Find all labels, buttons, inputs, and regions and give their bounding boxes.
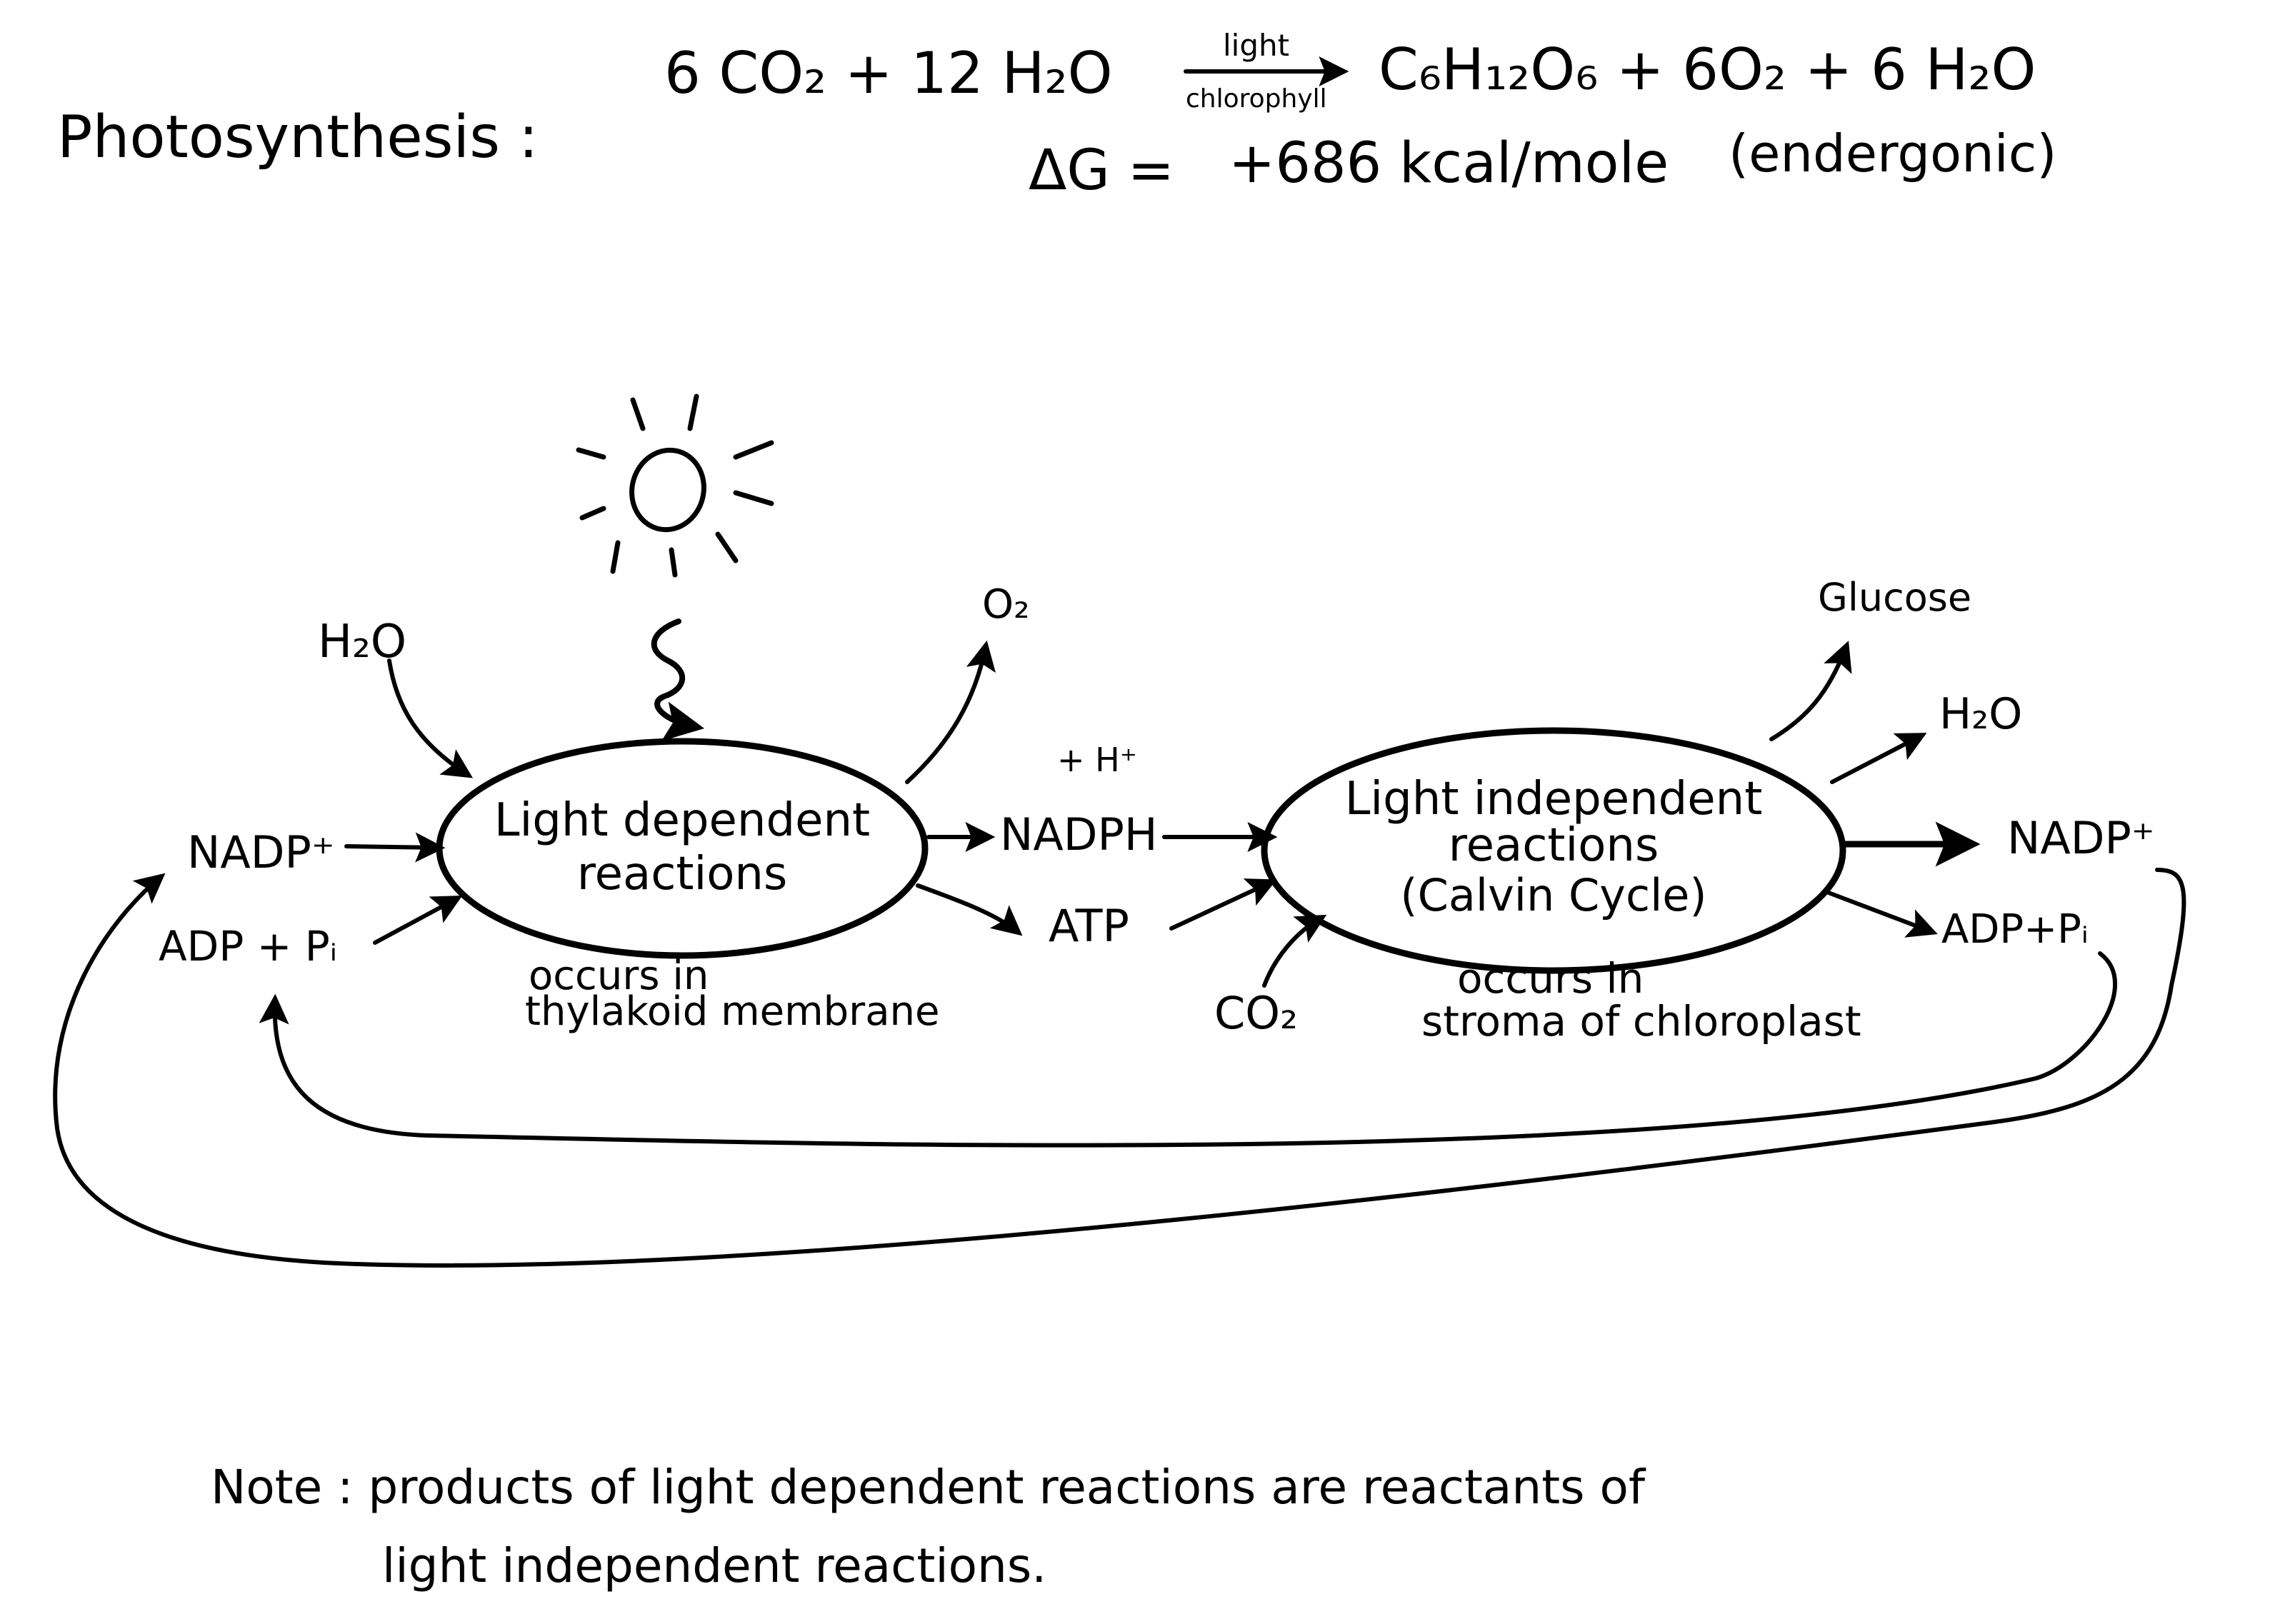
molecule-labels: H₂O O₂ NADP⁺ ADP + Pᵢ + H⁺ NADPH ATP CO₂…: [159, 575, 2155, 1039]
label-nadp-out: NADP⁺: [2007, 812, 2155, 864]
delta-g-value: +686 kcal/mole: [1229, 131, 1669, 196]
equation-arrow-below: chlorophyll: [1186, 84, 1327, 114]
label-glucose-out: Glucose: [1818, 575, 1971, 620]
label-nadp-in: NADP⁺: [187, 826, 335, 878]
note-line1: Note : products of light dependent react…: [211, 1460, 1646, 1515]
reaction-arrows: [53, 640, 2186, 1268]
label-nadph: NADPH: [1000, 808, 1158, 861]
arrow-ld-to-atp: [916, 883, 1023, 936]
arrow-h2o-to-ld: [387, 658, 474, 778]
label-adp-pi-in: ADP + Pᵢ: [159, 922, 337, 971]
delta-g-note: (endergonic): [1729, 124, 2056, 184]
arrow-li-to-adp: [1826, 891, 1938, 938]
header: Photosynthesis : 6 CO₂ + 12 H₂O light ch…: [57, 28, 2056, 203]
light-independent-reactions-node: Light independent reactions (Calvin Cycl…: [1261, 727, 1861, 1046]
arrow-ld-to-o2: [905, 640, 996, 784]
arrow-nadp-to-ld: [344, 832, 446, 863]
light-dependent-subtitle: reactions: [577, 848, 788, 901]
equation-products: C₆H₁₂O₆ + 6O₂ + 6 H₂O: [1379, 36, 2036, 103]
label-adp-pi-out: ADP+Pᵢ: [1941, 906, 2089, 953]
wavy-arrow-icon: [651, 618, 705, 741]
label-atp: ATP: [1049, 900, 1129, 952]
equation-reactants: 6 CO₂ + 12 H₂O: [664, 40, 1113, 106]
footnote: Note : products of light dependent react…: [211, 1460, 1646, 1593]
thylakoid-location-line2: thylakoid membrane: [525, 988, 939, 1035]
recycle-nadp-loop: [53, 868, 2186, 1268]
arrow-adp-to-ld: [373, 896, 463, 945]
label-o2-out: O₂: [982, 581, 1030, 628]
sun-icon: [576, 394, 774, 578]
arrow-li-to-h2o: [1830, 733, 1927, 784]
label-h2o-in: H₂O: [318, 616, 406, 668]
label-h2o-out: H₂O: [1939, 689, 2022, 739]
thylakoid-location-line1: occurs in: [529, 953, 709, 999]
label-co2-in: CO₂: [1214, 987, 1298, 1039]
stroma-location-line1: occurs in: [1457, 954, 1644, 1003]
label-h-plus: + H⁺: [1057, 741, 1137, 779]
delta-g-label: ΔG =: [1029, 139, 1174, 203]
light-dependent-reactions-node: Light dependent reactions occurs in thyl…: [436, 738, 939, 1035]
stroma-location-line2: stroma of chloroplast: [1421, 997, 1861, 1046]
light-independent-subtitle: reactions: [1449, 819, 1659, 872]
equation-arrow-above: light: [1223, 28, 1289, 63]
arrow-co2-to-li: [1262, 914, 1327, 988]
arrow-atp-to-li: [1169, 878, 1277, 931]
page-title: Photosynthesis :: [57, 104, 539, 171]
light-independent-title: Light independent: [1345, 773, 1763, 826]
note-line2: light independent reactions.: [382, 1538, 1046, 1593]
arrow-li-to-glucose: [1769, 641, 1852, 741]
light-dependent-title: Light dependent: [494, 794, 870, 847]
calvin-cycle-label: (Calvin Cycle): [1400, 869, 1706, 921]
recycle-adp-loop: [259, 951, 2118, 1148]
